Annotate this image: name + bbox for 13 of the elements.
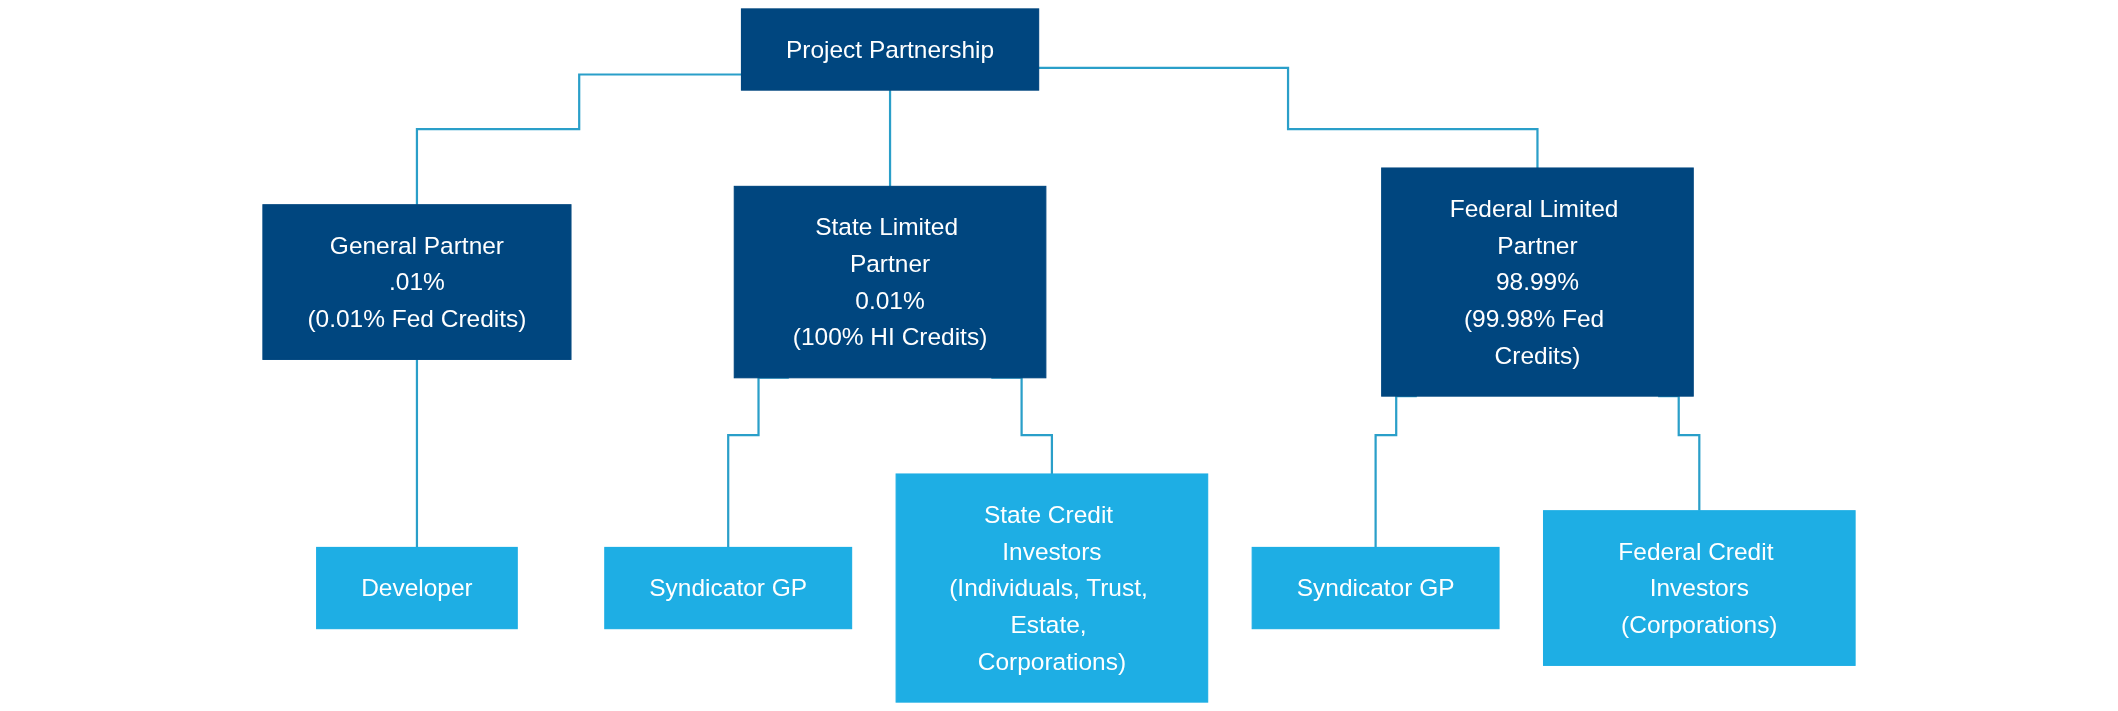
connector: [415, 73, 742, 206]
node-box: State Limited Partner 0.01% (100% HI Credits): [733, 185, 1047, 379]
node-box: Project Partnership: [740, 8, 1040, 91]
node-box: General Partner .01% (0.01% Fed Credits): [262, 204, 572, 360]
node-box: Syndicator GP: [604, 546, 853, 630]
node-box: Federal Limited Partner 98.99% (99.98% Fed Credits): [1381, 167, 1694, 397]
node-box: Federal Credit Investors (Corporations): [1543, 510, 1856, 666]
connector: [415, 358, 419, 549]
node-box: Syndicator GP: [1251, 546, 1500, 630]
node-box: Developer: [316, 546, 518, 630]
node-box: State Credit Investors (Individuals, Trust, Estate, Corporations): [895, 473, 1209, 703]
connector: [888, 89, 892, 188]
connector: [1038, 66, 1539, 170]
